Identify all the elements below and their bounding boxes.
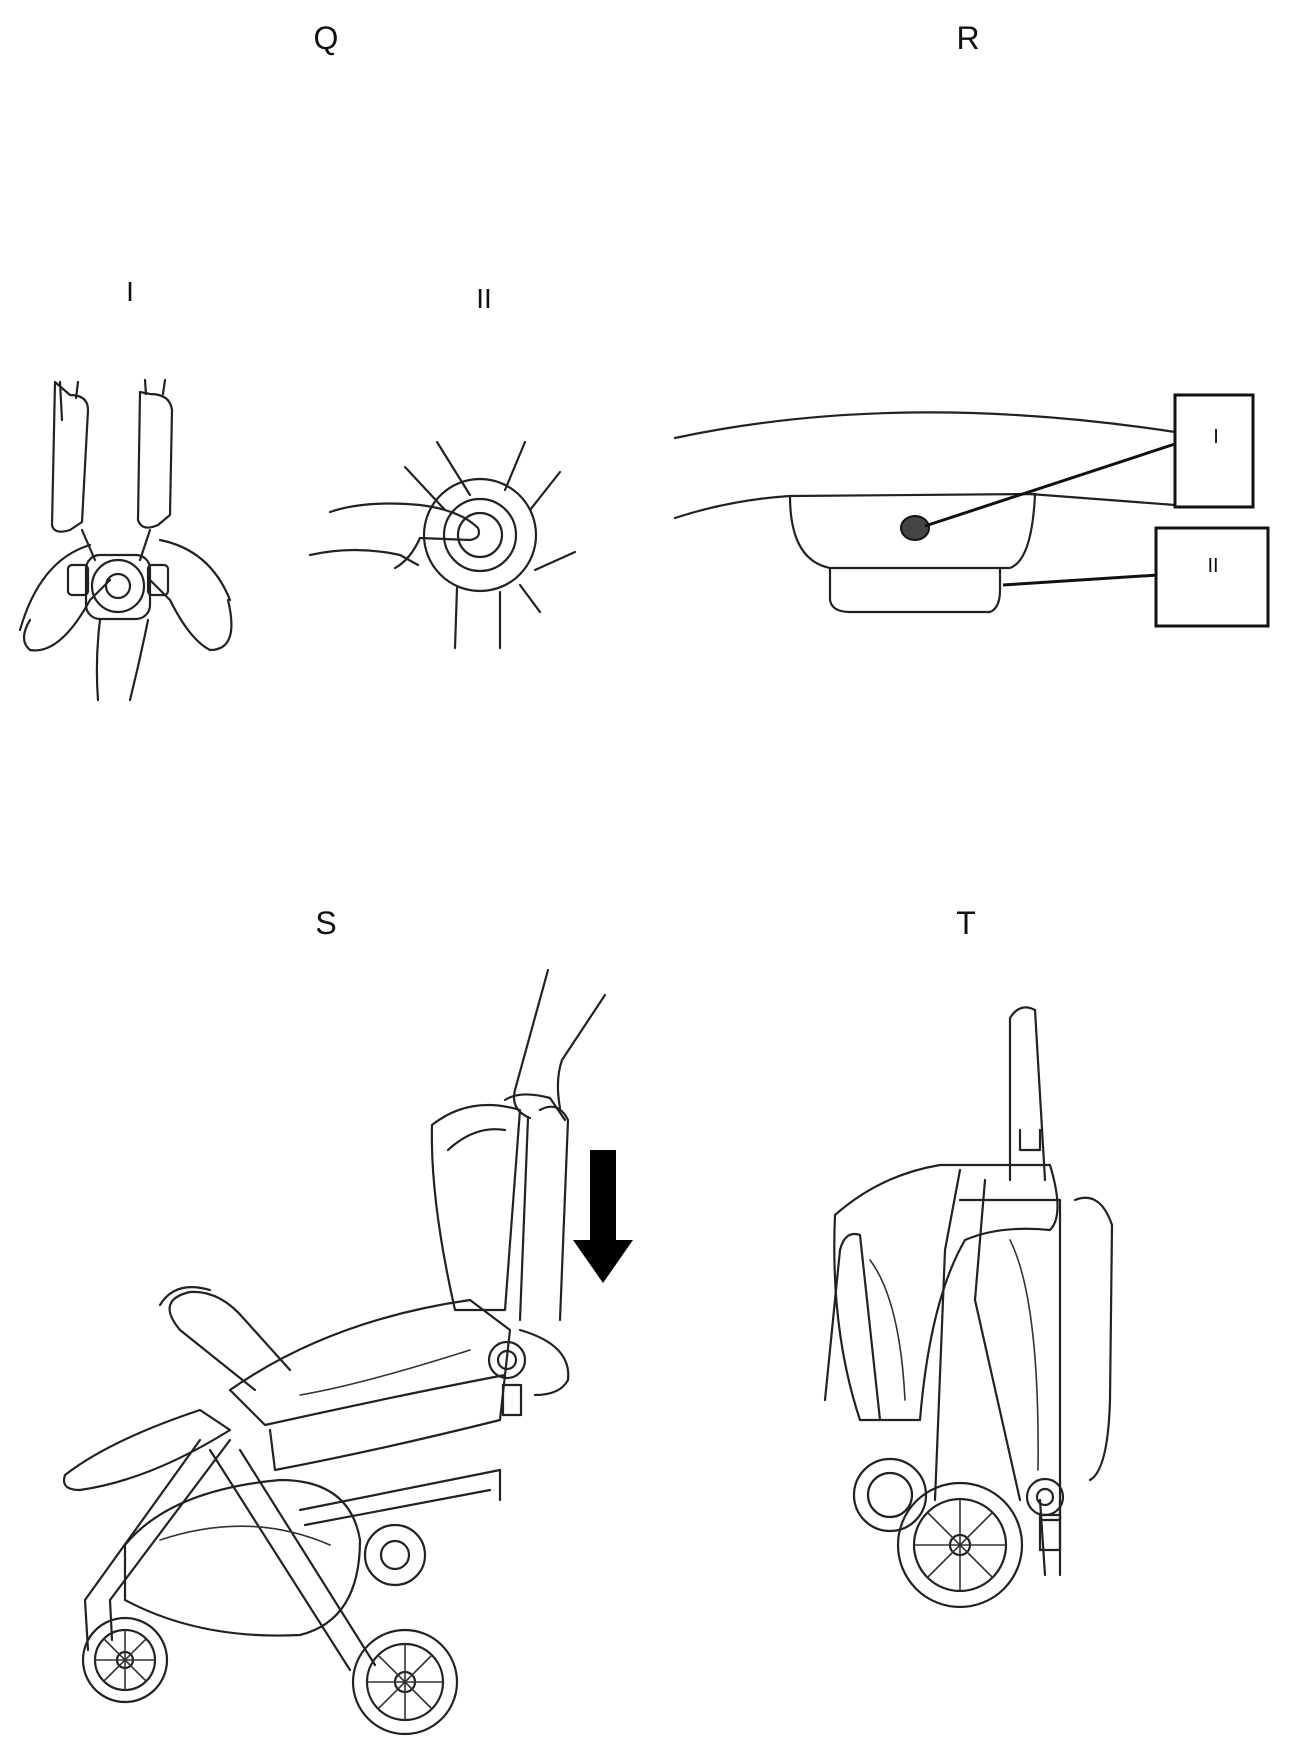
panel-label-t: T <box>956 905 976 941</box>
release-button <box>900 515 930 541</box>
panel-label-s: S <box>315 905 337 941</box>
callout-label-i: I <box>1213 426 1219 448</box>
callout-label-ii: II <box>1207 555 1219 577</box>
panel-q-sublabel-ii: II <box>476 283 492 314</box>
panel-label-q: Q <box>313 20 339 56</box>
panel-q-sublabel-i: I <box>126 276 134 307</box>
arrow-down-icon <box>573 1150 633 1283</box>
callout-box-i <box>1173 393 1255 509</box>
panel-label-r: R <box>956 20 980 56</box>
callout-box-ii <box>1154 526 1270 628</box>
